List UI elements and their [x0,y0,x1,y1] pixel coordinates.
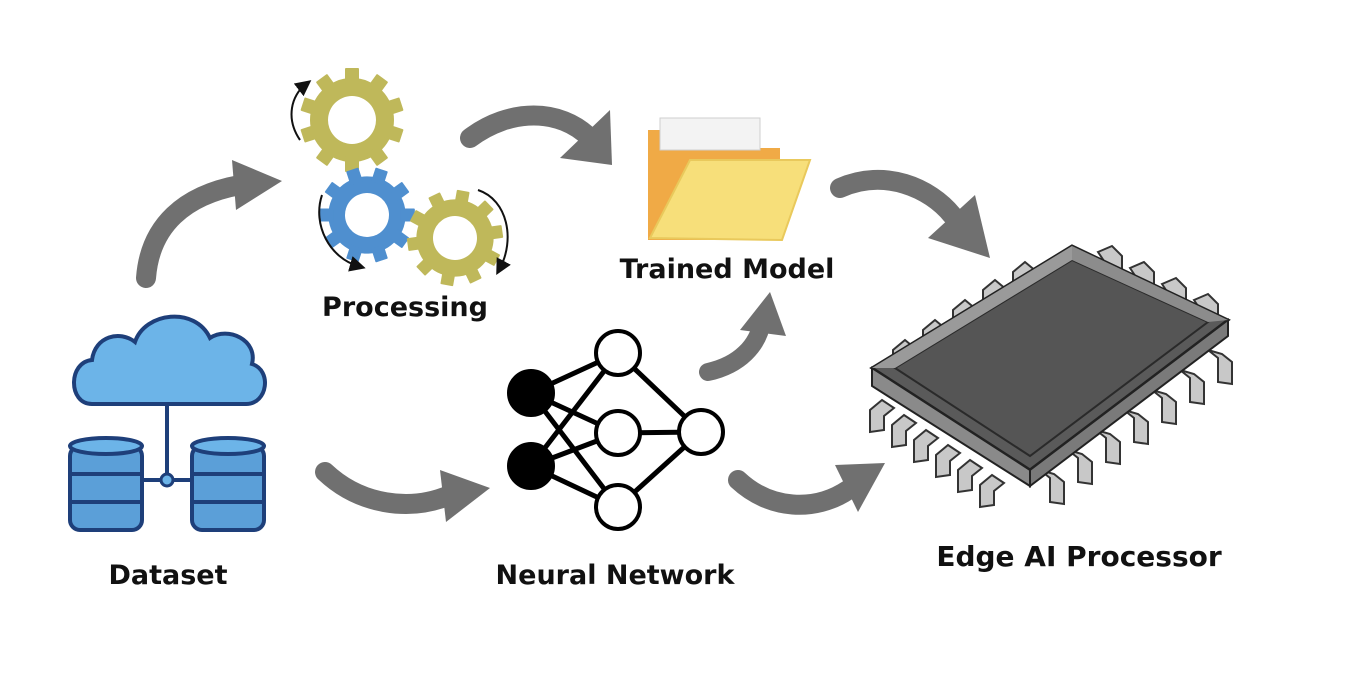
arrow-dataset-to-processing [136,160,282,288]
gear-icon [399,182,511,294]
folder-icon [648,117,812,242]
processing-label: Processing [322,292,488,323]
arrow-model-to-edge [830,169,990,258]
gear-icon [300,68,404,172]
trained-model-label: Trained Model [619,254,835,285]
arrow-network-to-model [699,292,786,381]
edge-ai-processor-label: Edge AI Processor [936,540,1222,573]
gear-icon [307,154,427,276]
dataset-label: Dataset [108,560,228,591]
arrow-processing-to-model [460,105,612,165]
flow-arrows [136,105,990,522]
neural-network-label: Neural Network [495,560,735,591]
cloud-icon [72,314,267,406]
database-icon [68,436,144,532]
arrow-dataset-to-network [315,462,490,522]
cloud-database-icon [68,314,267,532]
gears-icon [290,68,511,294]
arrow-network-to-edge [728,463,885,515]
microchip-icon [869,244,1233,509]
neural-network-icon [507,329,725,531]
database-icon [190,436,266,532]
